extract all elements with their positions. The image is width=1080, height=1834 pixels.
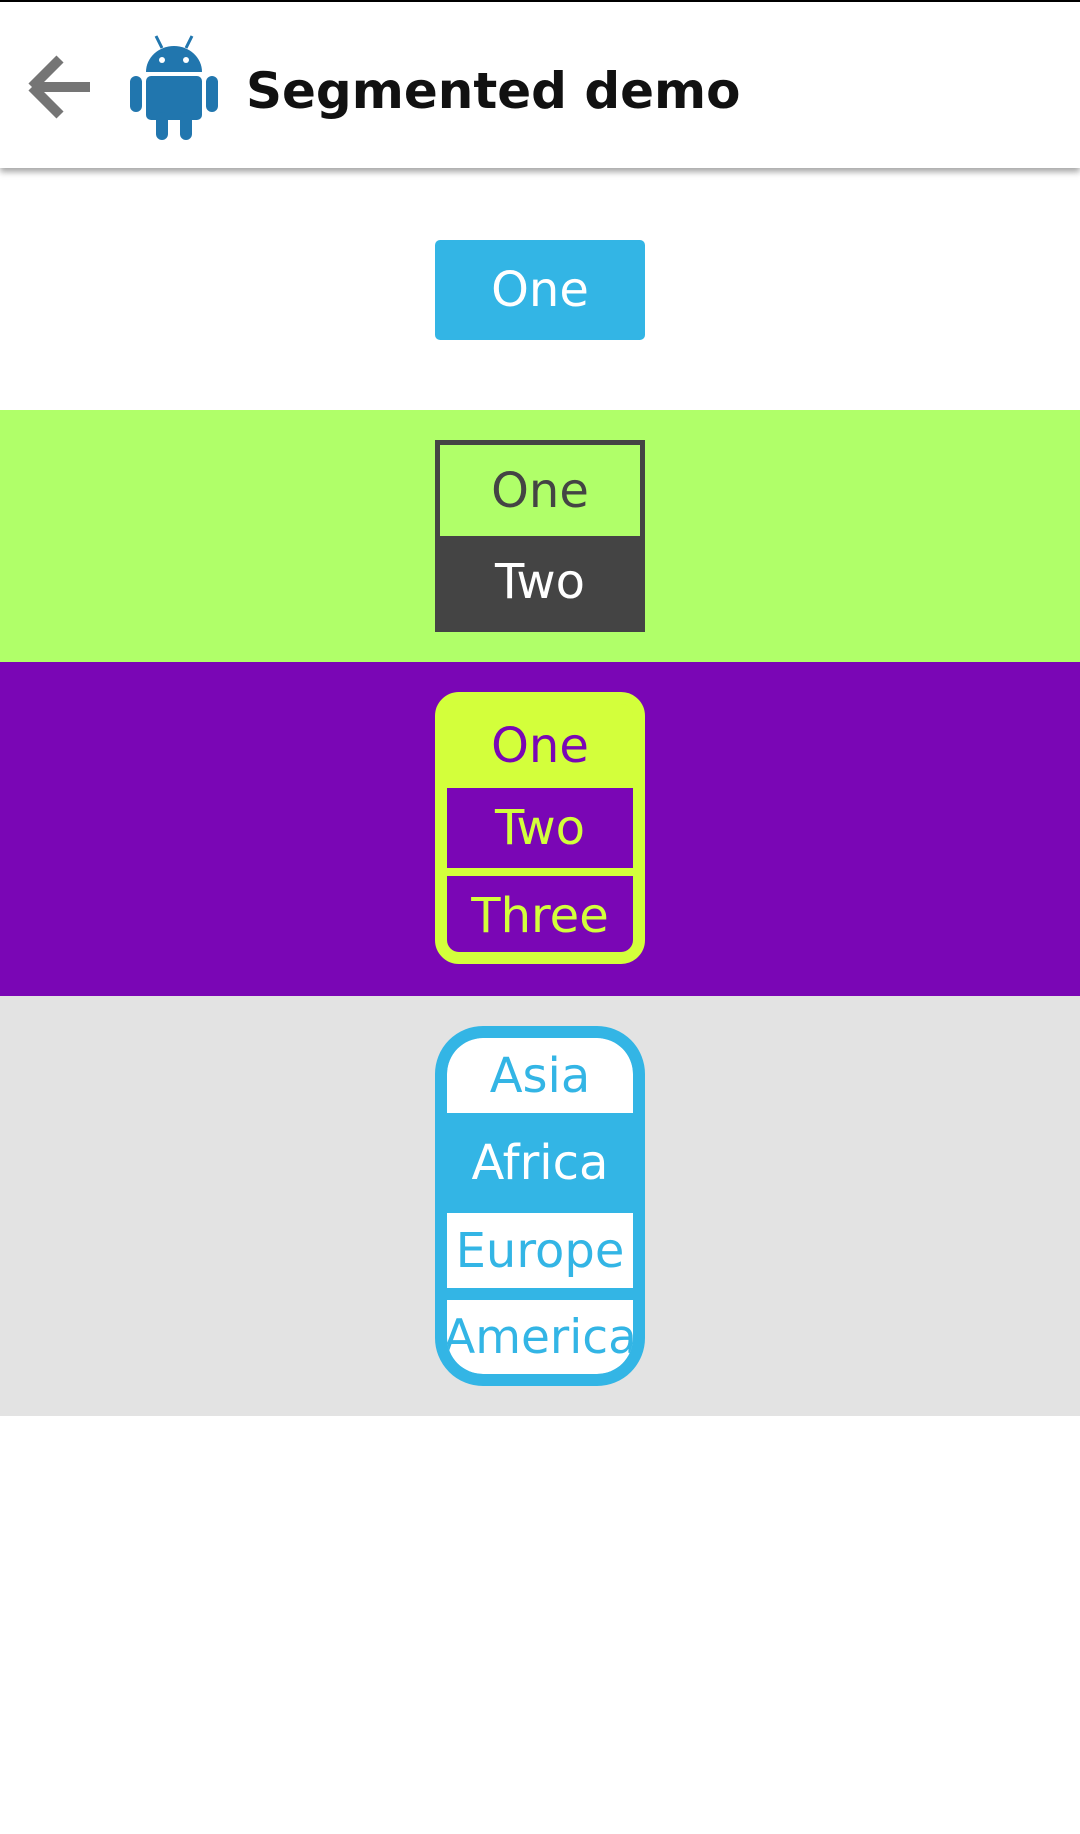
segmented-control-1: One — [435, 240, 645, 340]
segment-divider — [447, 868, 633, 876]
segment-one[interactable]: One — [440, 445, 640, 536]
arrow-back-icon[interactable] — [26, 47, 98, 127]
segment-europe[interactable]: Europe — [447, 1213, 633, 1288]
segment-one[interactable]: One — [491, 262, 589, 318]
segment-one[interactable]: One — [447, 704, 633, 788]
segment-america[interactable]: America — [447, 1300, 633, 1374]
segment-africa[interactable]: Africa — [447, 1113, 633, 1213]
segment-two[interactable]: Two — [447, 788, 633, 868]
segment-asia[interactable]: Asia — [447, 1038, 633, 1113]
segment-three[interactable]: Three — [447, 876, 633, 952]
section-continents: Asia Africa Europe America — [0, 996, 1080, 1416]
section-three-options: One Two Three — [0, 662, 1080, 996]
segment-two[interactable]: Two — [440, 536, 640, 627]
section-two-options: One Two — [0, 410, 1080, 662]
section-single-option: One — [0, 168, 1080, 410]
segmented-control-2: One Two — [435, 440, 645, 632]
page-title: Segmented demo — [246, 62, 741, 120]
segmented-control-3: One Two Three — [435, 692, 645, 964]
android-icon — [130, 35, 218, 140]
app-bar: Segmented demo — [0, 2, 1080, 168]
status-bar-edge — [0, 0, 1080, 2]
segmented-control-4: Asia Africa Europe America — [435, 1026, 645, 1386]
segment-divider — [447, 1288, 633, 1300]
